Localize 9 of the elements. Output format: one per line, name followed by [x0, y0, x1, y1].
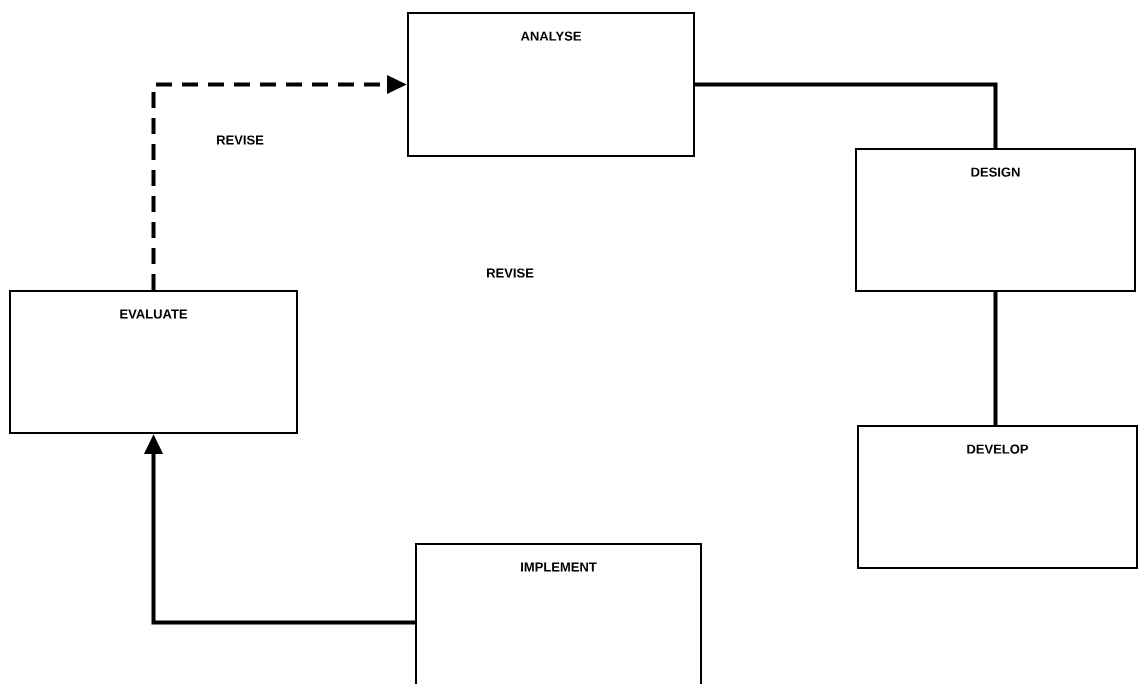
- connector: [695, 82, 998, 148]
- connector: [993, 292, 998, 425]
- process-box: DESIGN: [855, 148, 1136, 292]
- process-box: EVALUATE: [9, 290, 298, 434]
- revision-label: REVISE: [487, 268, 534, 278]
- process-box: DEVELOP: [857, 425, 1138, 569]
- revision-label: REVISE: [217, 135, 264, 145]
- process-box: IMPLEMENT: [415, 543, 702, 684]
- process-box: ANALYSE: [407, 12, 695, 157]
